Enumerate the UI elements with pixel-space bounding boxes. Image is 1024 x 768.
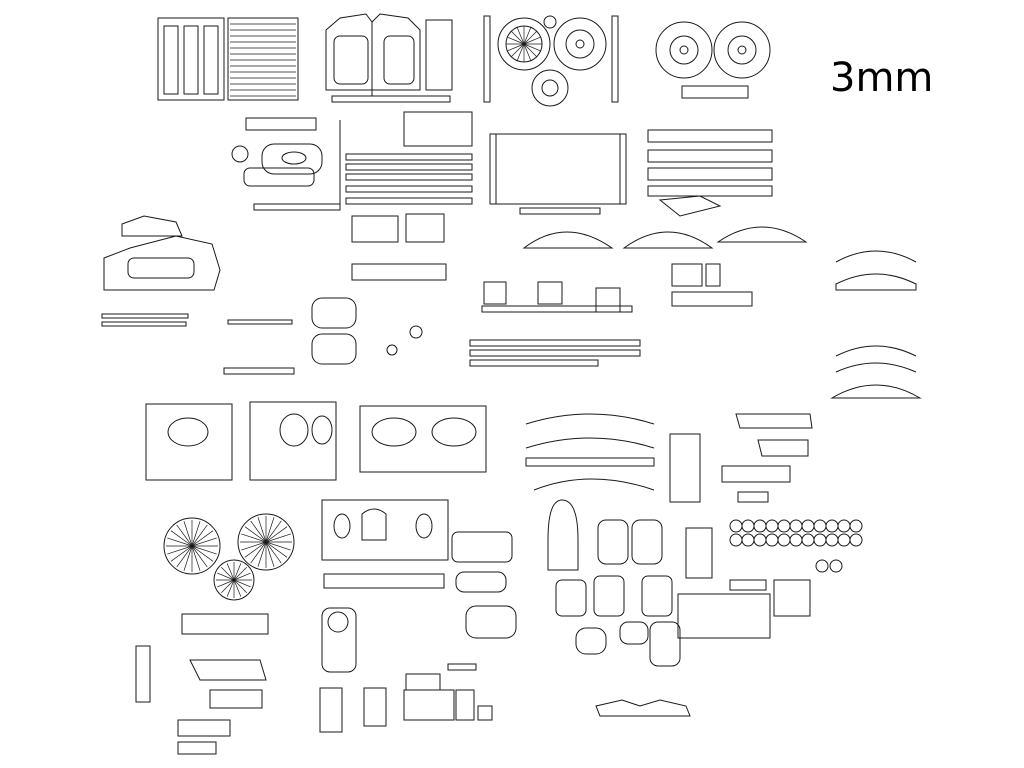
chassis-frame: [490, 134, 626, 214]
cab-front-panel: [322, 500, 512, 592]
small-boxes-cluster: [352, 214, 752, 312]
boiler-plate: [404, 112, 472, 146]
material-thickness-label: 3mm: [830, 55, 934, 101]
wheel-gear-assembly: [484, 16, 618, 106]
twin-drive-wheels: [656, 22, 770, 98]
right-side-brackets: [722, 414, 812, 502]
window-frames: [312, 298, 422, 364]
bottom-fittings: [320, 664, 690, 732]
lower-left-brackets: [136, 614, 268, 754]
boiler-rails: [470, 340, 640, 366]
bracket-assembly: [102, 216, 294, 374]
side-roof-grilles: [832, 251, 920, 398]
small-latch-parts: [232, 118, 322, 186]
coal-bunker-parts: [678, 528, 810, 638]
tender-side-panel: [158, 18, 298, 100]
cab-frame: [326, 14, 452, 102]
long-rails-bundle: [254, 120, 472, 210]
cab-side-panels: [146, 402, 486, 480]
spoked-wheels-lower: [164, 514, 294, 600]
round-washers: [730, 520, 862, 572]
seat-backs: [548, 500, 680, 666]
arch-stack-middle: [526, 414, 700, 502]
running-boards: [648, 130, 772, 216]
arched-roof-parts: [524, 227, 806, 248]
lower-window-frames: [322, 606, 516, 672]
